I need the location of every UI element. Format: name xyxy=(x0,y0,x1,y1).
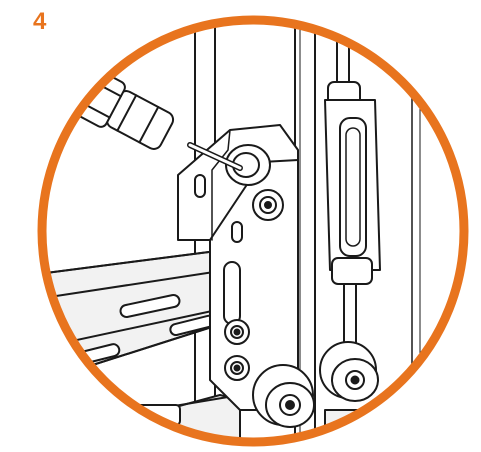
bracket-slot xyxy=(231,221,243,243)
rail-slot xyxy=(119,294,181,318)
bracket-bolt xyxy=(224,319,250,345)
turnbuckle xyxy=(324,81,381,285)
pulley-wheel xyxy=(252,364,315,428)
right-frame-edge xyxy=(411,20,421,442)
hex-nut xyxy=(225,144,271,186)
bracket-bolt xyxy=(224,355,250,381)
detail-magnifier-ring xyxy=(37,15,469,447)
pulley-wheel xyxy=(319,341,379,402)
bracket-slot xyxy=(223,261,241,325)
bracket-bolt xyxy=(252,189,284,221)
step-number: 4 xyxy=(33,8,47,35)
bracket-slot xyxy=(194,174,206,198)
